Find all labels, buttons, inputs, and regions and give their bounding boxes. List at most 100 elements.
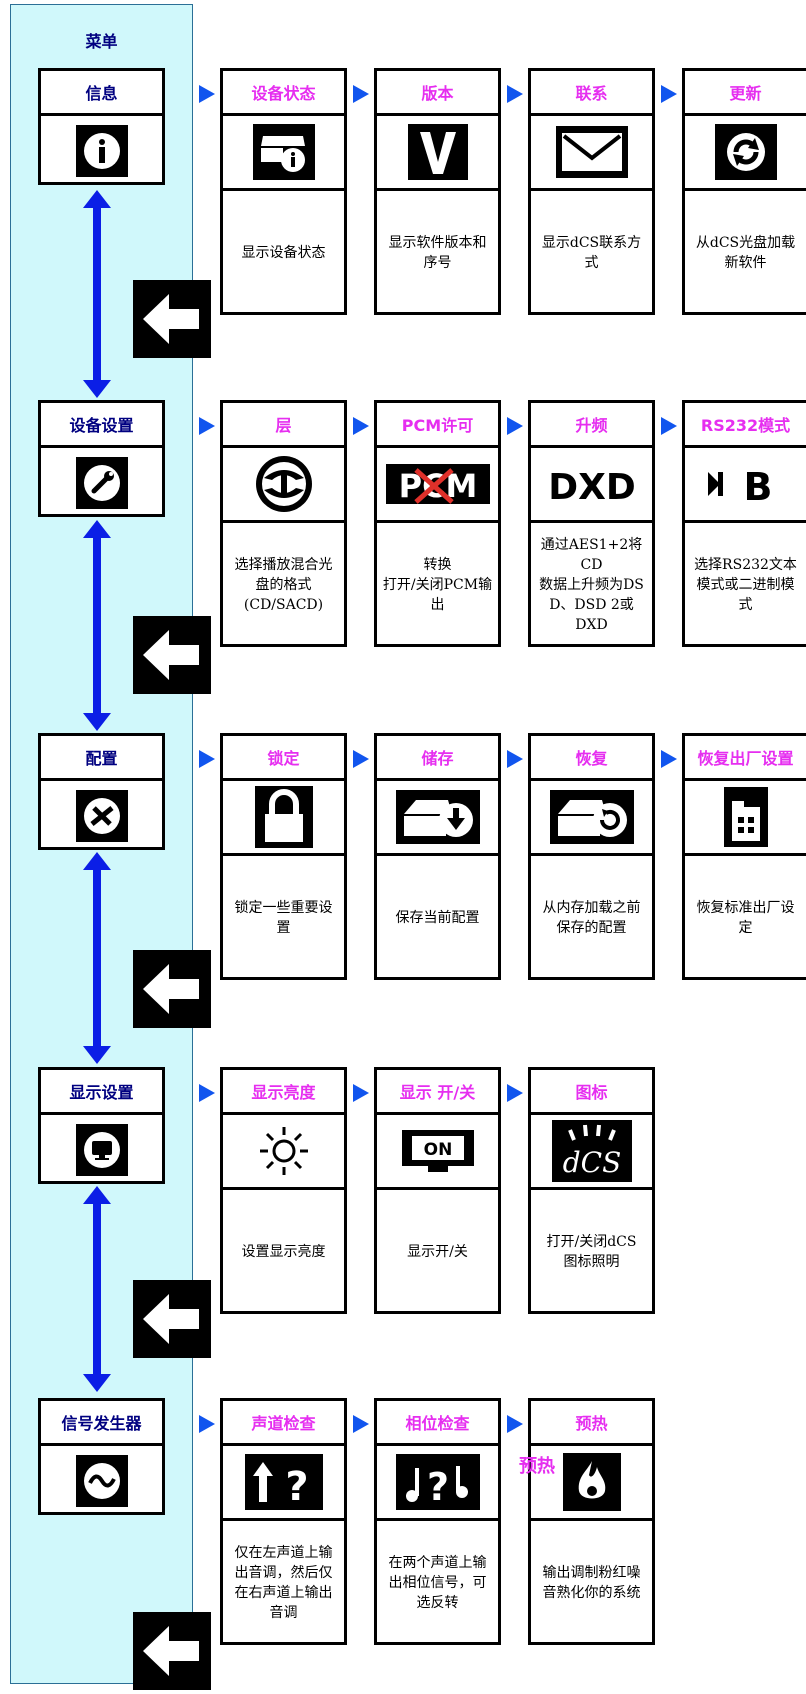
dxd-icon: DXD (548, 467, 636, 506)
card-description: 从dCS光盘加载 新软件 (695, 235, 796, 271)
refresh-icon (714, 124, 777, 180)
back-button[interactable] (133, 280, 211, 358)
sine-wave-icon (75, 1454, 128, 1507)
card-description: 在两个声道上输 出相位信号，可 选反转 (388, 1555, 487, 1611)
card-brightness[interactable]: 显示亮度 设置显示亮度 (220, 1067, 347, 1314)
card-title: 储存 (377, 736, 498, 781)
card-description: 锁定一些重要设 置 (234, 900, 333, 936)
card-description: 仅在左声道上输 出音调，然后仅 在右声道上输出 音调 (234, 1545, 333, 1621)
restore-drive-icon (549, 790, 634, 844)
card-layer[interactable]: 层 选择播放混合光 盘的格式 (CD/SACD) (220, 400, 347, 647)
card-logo[interactable]: 图标 dCS 打开/关闭dCS 图标照明 (528, 1067, 655, 1314)
info-icon (75, 124, 128, 177)
device-status-icon (252, 124, 315, 180)
version-v-icon (407, 124, 468, 180)
arrow-icon (507, 750, 523, 768)
card-description: 显示软件版本和 序号 (388, 235, 487, 271)
card-pcm-permit[interactable]: PCM许可 PCM 转换 打开/关闭PCM输 出 (374, 400, 501, 647)
card-title: 显示 开/关 (377, 1070, 498, 1115)
channel-check-icon: ? (244, 1454, 323, 1510)
card-title: PCM许可 (377, 403, 498, 448)
back-button[interactable] (133, 1280, 211, 1358)
pcm-icon-text: PCM (398, 467, 477, 505)
factory-icon (723, 787, 768, 847)
card-title: 联系 (531, 71, 652, 116)
card-description: 显示开/关 (407, 1244, 468, 1260)
card-title: 层 (223, 403, 344, 448)
menu-item-display-settings[interactable]: 显示设置 (38, 1067, 165, 1184)
arrow-icon (199, 750, 215, 768)
card-version[interactable]: 版本 显示软件版本和 序号 (374, 68, 501, 315)
card-title: 显示亮度 (223, 1070, 344, 1115)
lock-icon (254, 786, 313, 848)
card-contact[interactable]: 联系 显示dCS联系方 式 (528, 68, 655, 315)
monitor-icon (75, 1123, 128, 1176)
wrench-icon (75, 456, 128, 509)
arrow-icon (507, 85, 523, 103)
card-display-onoff[interactable]: 显示 开/关 ON 显示开/关 (374, 1067, 501, 1314)
menu-item-label: 显示设置 (41, 1070, 162, 1115)
arrow-icon (507, 417, 523, 435)
menu-item-config[interactable]: 配置 (38, 733, 165, 850)
card-save[interactable]: 储存 保存当前配置 (374, 733, 501, 980)
dcs-logo-icon: dCS (551, 1120, 632, 1182)
arrow-icon (199, 1084, 215, 1102)
back-button[interactable] (133, 616, 211, 694)
card-description: 输出调制粉红噪 音熟化你的系统 (542, 1565, 641, 1601)
envelope-icon (555, 126, 628, 178)
card-device-status[interactable]: 设备状态 显示设备状态 (220, 68, 347, 315)
brightness-icon (259, 1127, 308, 1175)
connector-line (93, 200, 101, 390)
card-description: 设置显示亮度 (241, 1244, 326, 1260)
card-description: 恢复标准出厂设 定 (696, 900, 795, 936)
card-upsampling[interactable]: 升频 DXD 通过AES1+2将CD 数据上升频为DS D、DSD 2或DXD (528, 400, 655, 647)
flame-icon (562, 1453, 621, 1511)
pcm-disabled-icon: PCM (385, 464, 490, 505)
menu-item-info[interactable]: 信息 (38, 68, 165, 185)
back-button[interactable] (133, 950, 211, 1028)
arrow-icon (507, 1415, 523, 1433)
arrow-icon (507, 1084, 523, 1102)
card-title: 锁定 (223, 736, 344, 781)
card-title: 声道检查 (223, 1401, 344, 1446)
card-title: 设备状态 (223, 71, 344, 116)
menu-item-label: 信息 (41, 71, 162, 116)
card-lock[interactable]: 锁定 锁定一些重要设 置 (220, 733, 347, 980)
card-phase-check[interactable]: 相位检查 ? 在两个声道上输 出相位信号，可 选反转 (374, 1398, 501, 1645)
arrow-icon (353, 1084, 369, 1102)
card-description: 打开/关闭dCS 图标照明 (546, 1234, 637, 1270)
svg-text:?: ? (285, 1464, 308, 1510)
card-update[interactable]: 更新 从dCS光盘加载 新软件 (682, 68, 806, 315)
arrow-icon (199, 85, 215, 103)
card-channel-check[interactable]: 声道检查 ? 仅在左声道上输 出音调，然后仅 在右声道上输出 音调 (220, 1398, 347, 1645)
card-warmup[interactable]: 预热 输出调制粉红噪 音熟化你的系统 (528, 1398, 655, 1645)
binary-mode-icon: B (707, 465, 772, 508)
dcs-icon-text: dCS (562, 1146, 621, 1179)
card-restore[interactable]: 恢复 从内存加载之前 保存的配置 (528, 733, 655, 980)
menu-item-label: 信号发生器 (41, 1401, 162, 1446)
binary-icon-text: B (743, 465, 772, 508)
back-button[interactable] (133, 1612, 211, 1690)
card-description: 选择播放混合光 盘的格式 (CD/SACD) (234, 557, 333, 613)
card-description: 保存当前配置 (395, 910, 480, 926)
sacd-logo-icon (255, 456, 312, 512)
arrow-icon (353, 750, 369, 768)
card-title: 相位检查 (377, 1401, 498, 1446)
card-title: 升频 (531, 403, 652, 448)
card-description: 显示设备状态 (241, 245, 326, 261)
card-description: 选择RS232文本 模式或二进制模 式 (694, 557, 797, 613)
arrow-icon (353, 417, 369, 435)
arrow-icon (353, 85, 369, 103)
card-description: 显示dCS联系方 式 (541, 235, 642, 271)
menu-title: 菜单 (85, 32, 118, 51)
card-rs232-mode[interactable]: RS232模式 B 选择RS232文本 模式或二进制模 式 (682, 400, 806, 647)
menu-item-device-settings[interactable]: 设备设置 (38, 400, 165, 517)
card-title: 更新 (685, 71, 806, 116)
card-title: 版本 (377, 71, 498, 116)
svg-text:?: ? (426, 1465, 448, 1509)
connector-line (93, 862, 101, 1056)
arrow-icon (199, 417, 215, 435)
on-icon-text: ON (423, 1140, 452, 1160)
menu-item-signal-generator[interactable]: 信号发生器 (38, 1398, 165, 1515)
card-factory-reset[interactable]: 恢复出厂设置 恢复标准出厂设 定 (682, 733, 806, 980)
